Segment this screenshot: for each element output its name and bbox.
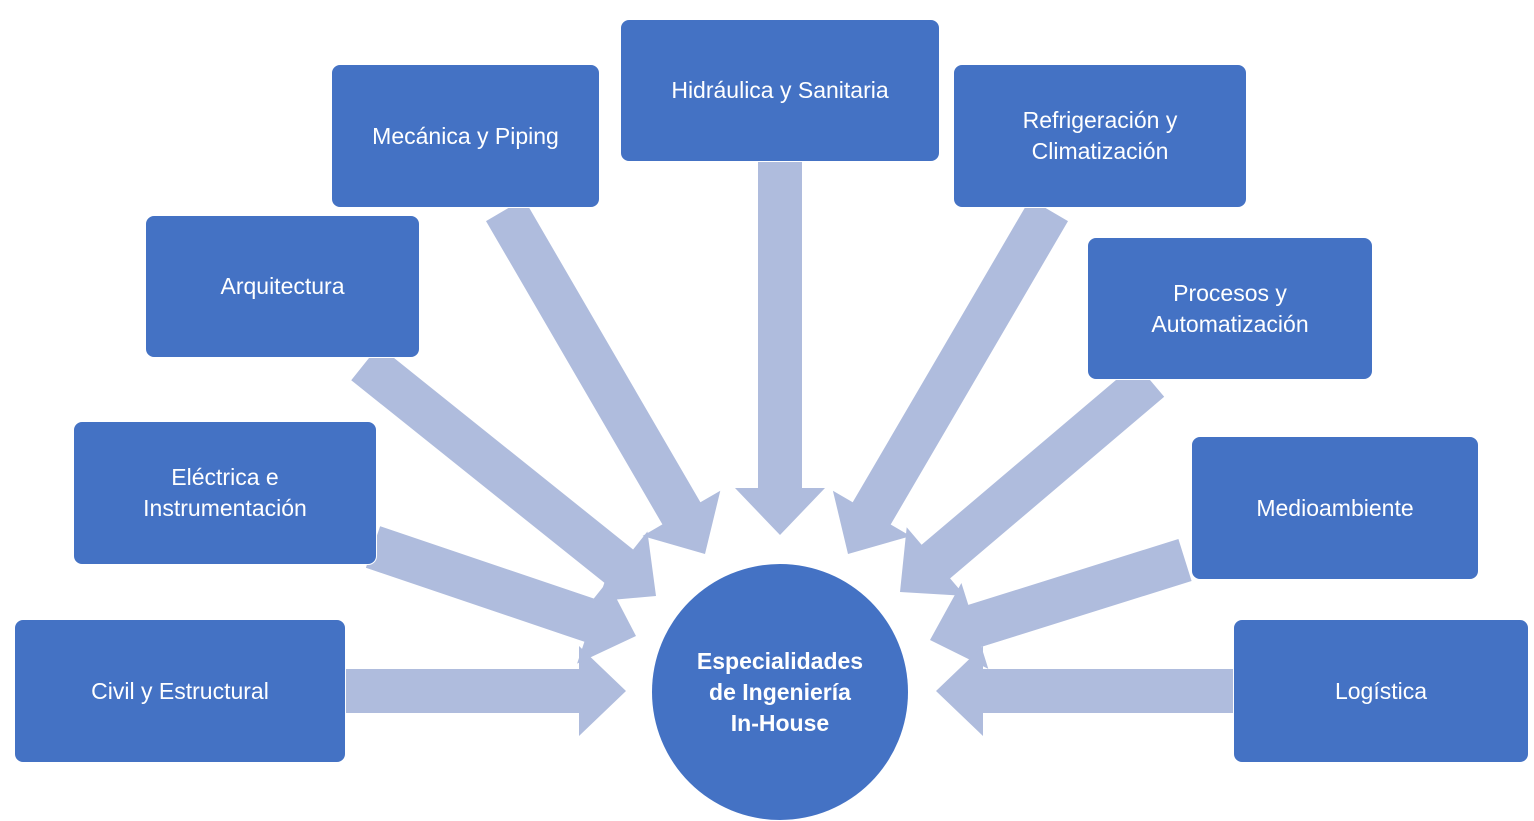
arrow-logistica bbox=[936, 646, 1233, 736]
box-label: Refrigeración y Climatización bbox=[1022, 107, 1178, 164]
box-refrigeracion-y-climatizacion: Refrigeración y Climatización bbox=[953, 64, 1247, 208]
box-arquitectura: Arquitectura bbox=[145, 215, 420, 358]
box-procesos-y-automatizacion: Procesos y Automatización bbox=[1087, 237, 1373, 380]
box-label: Procesos y Automatización bbox=[1151, 279, 1309, 337]
box-label: Hidráulica y Sanitaria bbox=[671, 77, 889, 103]
box-logistica: Logística bbox=[1233, 619, 1529, 763]
arrow-civil bbox=[345, 646, 626, 736]
box-label: Medioambiente bbox=[1256, 494, 1414, 521]
box-label: Logística bbox=[1334, 677, 1428, 704]
arrow-mecanica bbox=[486, 198, 721, 554]
arrow-electrica bbox=[365, 526, 636, 664]
center-label: Especialidades de Ingeniería In-House bbox=[696, 647, 864, 736]
box-label: Eléctrica e Instrumentación bbox=[143, 464, 307, 521]
box-electrica-e-instrumentacion: Eléctrica e Instrumentación bbox=[73, 421, 377, 565]
arrow-refrigeracion bbox=[832, 198, 1068, 554]
box-mecanica-y-piping: Mecánica y Piping bbox=[331, 64, 600, 208]
arrow-procesos bbox=[900, 363, 1165, 596]
arrow-medioambiente bbox=[930, 539, 1192, 669]
box-label: Arquitectura bbox=[220, 273, 345, 299]
box-medioambiente: Medioambiente bbox=[1191, 436, 1479, 580]
center-hub: Especialidades de Ingeniería In-House bbox=[652, 564, 908, 820]
box-label: Civil y Estructural bbox=[91, 677, 269, 704]
box-label: Mecánica y Piping bbox=[372, 122, 559, 149]
arrow-arquitectura bbox=[351, 345, 656, 602]
box-hidraulica-y-sanitaria: Hidráulica y Sanitaria bbox=[620, 19, 940, 162]
box-civil-y-estructural: Civil y Estructural bbox=[14, 619, 346, 763]
arrow-hidraulica bbox=[735, 162, 825, 535]
